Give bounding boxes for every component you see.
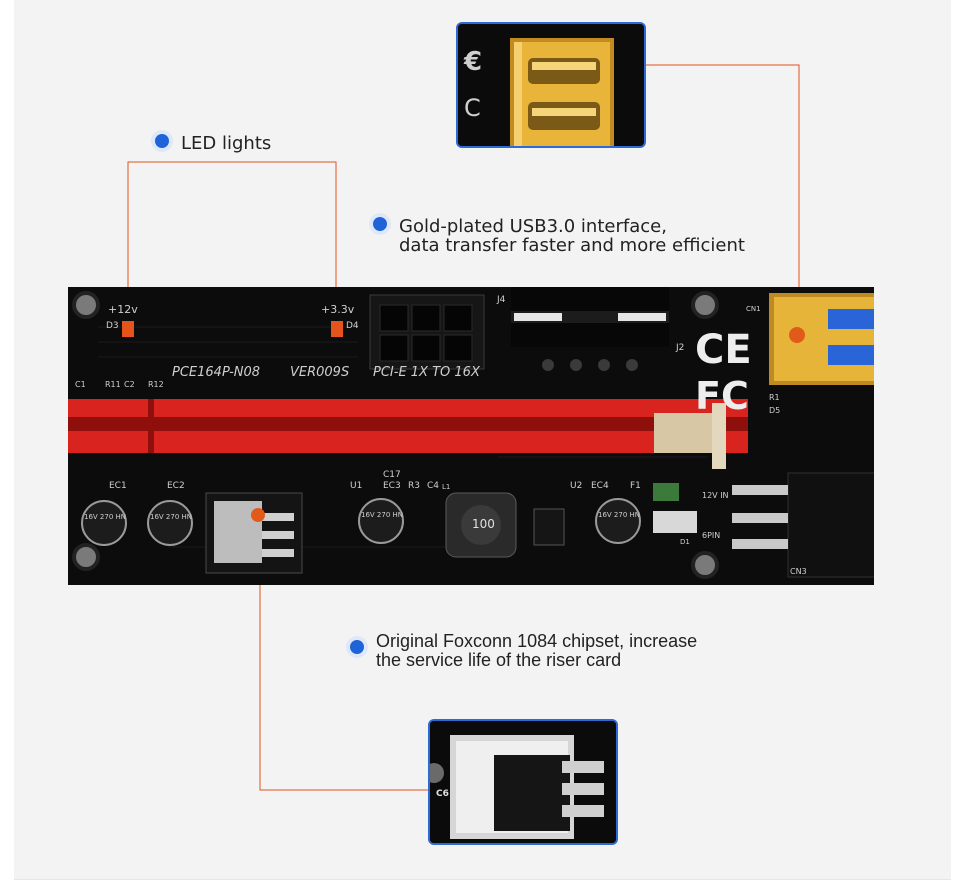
callout-led-text: LED lights	[181, 133, 272, 154]
usb-zoom-inset: € C	[456, 22, 646, 148]
label-d1: D1	[680, 538, 690, 546]
label-c1: C1	[75, 380, 86, 389]
usb-zoom-image: € C	[458, 24, 644, 146]
label-r1: R1	[769, 393, 780, 402]
bullet-dot	[373, 217, 387, 231]
label-6pin: 6PIN	[702, 531, 721, 540]
label-r12: R12	[148, 380, 164, 389]
inductor-label: 100	[472, 517, 495, 531]
cap-rating-ec1: 16V 270 HN	[83, 513, 126, 521]
callout-chip-line2: the service life of the riser card	[376, 650, 622, 670]
chipset-zoom-inset: C6	[428, 719, 618, 845]
callout-usb: Gold-plated USB3.0 interface, data trans…	[373, 217, 745, 255]
cap-rating-ec3: 16V 270 HN	[360, 511, 403, 519]
label-ec2: EC2	[167, 481, 185, 491]
riser-board-image: CE FC	[60, 287, 883, 585]
ce-mark: CE	[695, 327, 752, 373]
callout-usb-line1: Gold-plated USB3.0 interface,	[399, 216, 667, 237]
label-ec4: EC4	[591, 481, 609, 491]
label-cn3: CN3	[790, 567, 807, 576]
callout-usb-line2: data transfer faster and more efficient	[399, 235, 745, 256]
bullet-dot	[350, 640, 364, 654]
model-number: PCE164P-N08	[172, 365, 261, 380]
label-j2: J2	[676, 343, 685, 353]
label-3v3: +3.3v	[321, 303, 355, 316]
label-u1: U1	[350, 481, 363, 491]
callout-chipset: Original Foxconn 1084 chipset, increase …	[350, 632, 697, 670]
svg-text:€: €	[463, 47, 482, 77]
cap-rating-ec4: 16V 270 HN	[597, 511, 640, 519]
label-d3: D3	[106, 321, 119, 331]
label-u2: U2	[570, 481, 583, 491]
label-c17: C17	[383, 470, 401, 480]
label-12v: +12v	[108, 303, 138, 316]
label-d5: D5	[769, 406, 781, 415]
label-cn1: CN1	[746, 305, 761, 313]
bullet-dot	[155, 134, 169, 148]
label-l1: L1	[442, 483, 451, 491]
pcie-label: PCI-E 1X TO 16X	[373, 365, 480, 380]
callout-led: LED lights	[155, 134, 271, 153]
riser-board: CE FC +12v D3 +3.3v D4 PCE164P-N08 VER00…	[60, 287, 883, 585]
label-r11: R11	[105, 380, 121, 389]
cap-rating-ec2: 16V 270 HN	[149, 513, 192, 521]
label-d4: D4	[346, 321, 359, 331]
label-ec1: EC1	[109, 481, 127, 491]
chipset-zoom-image	[430, 721, 616, 843]
label-f1: F1	[630, 481, 641, 491]
svg-text:C: C	[464, 94, 481, 122]
label-c2: C2	[124, 380, 135, 389]
label-c6: C6	[436, 789, 449, 799]
label-ec3: EC3	[383, 481, 401, 491]
label-j4: J4	[497, 295, 506, 305]
label-12v-in: 12V IN	[702, 491, 729, 500]
fc-mark: FC	[695, 374, 749, 418]
version-number: VER009S	[290, 365, 350, 380]
callout-chip-line1: Original Foxconn 1084 chipset, increase	[376, 631, 698, 651]
label-r3: R3	[408, 481, 420, 491]
label-c4: C4	[427, 481, 440, 491]
